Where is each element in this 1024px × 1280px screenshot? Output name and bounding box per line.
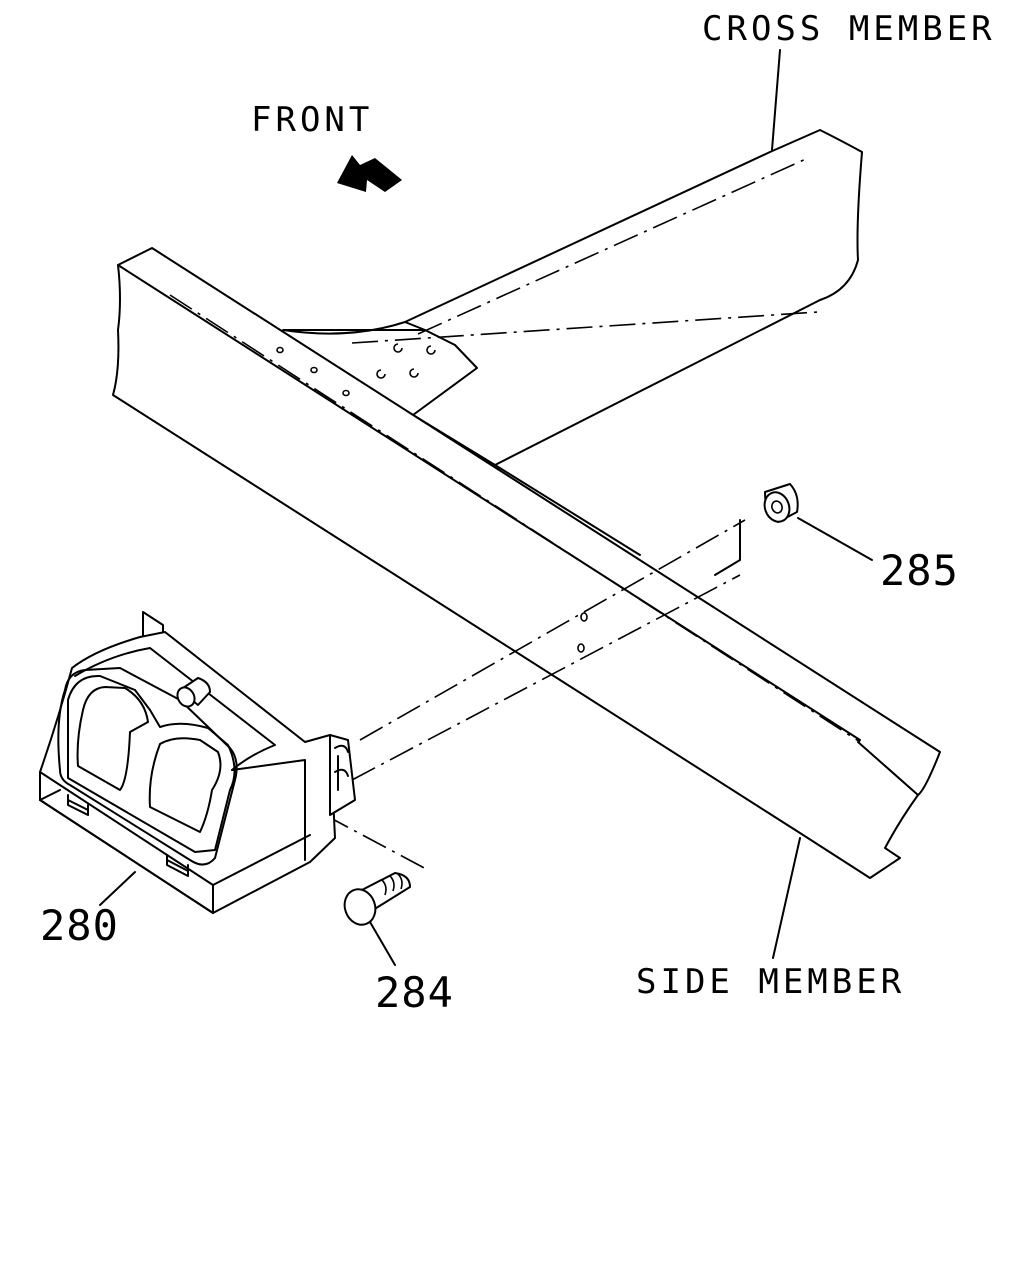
front-label: FRONT xyxy=(251,100,373,140)
front-arrow-icon xyxy=(337,155,402,192)
cross-member-label: CROSS MEMBER xyxy=(702,9,996,49)
side-member xyxy=(112,247,941,879)
part-285-label: 285 xyxy=(880,546,959,595)
pin xyxy=(176,677,211,708)
part-280-label: 280 xyxy=(40,901,119,950)
part-284-bolt xyxy=(343,872,411,966)
bolt-centerlines xyxy=(324,519,746,871)
cross-member xyxy=(282,129,863,466)
part-285-nut xyxy=(763,483,873,561)
leader-lines xyxy=(99,49,801,959)
rivet-holes xyxy=(276,343,588,653)
side-member-label: SIDE MEMBER xyxy=(636,962,905,1002)
part-280-bracket xyxy=(39,611,356,914)
part-284-label: 284 xyxy=(375,968,454,1017)
